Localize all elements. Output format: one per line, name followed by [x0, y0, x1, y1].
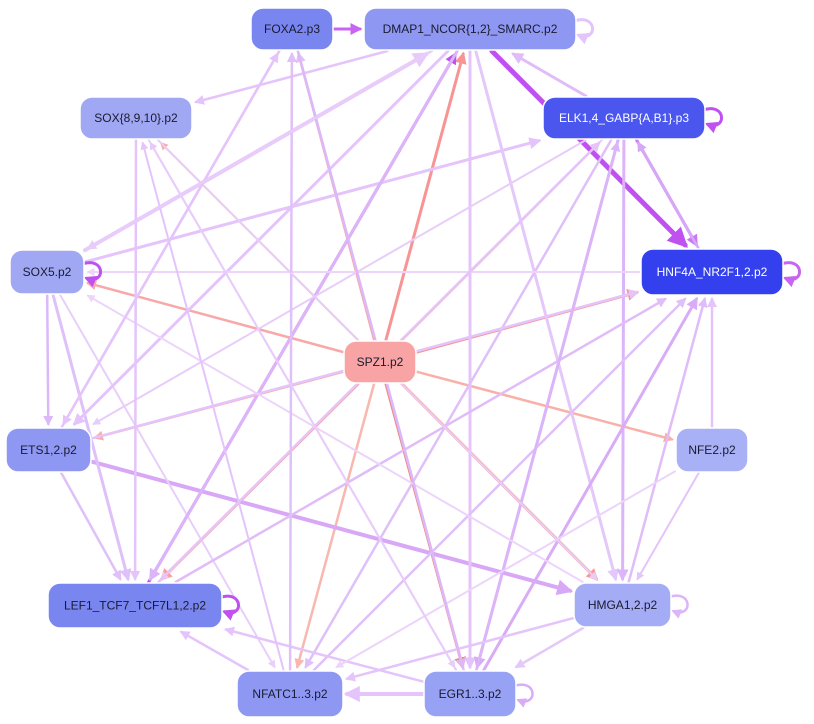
node-label: LEF1_TCF7_TCF7L1,2.p2	[64, 599, 206, 613]
node-label: DMAP1_NCOR{1,2}_SMARC.p2	[383, 22, 558, 36]
edge-sox5-to-ets12	[43, 293, 54, 426]
node-box	[640, 248, 784, 296]
node-box	[47, 582, 223, 629]
node-box	[79, 96, 193, 140]
node-nfatc13[interactable]: NFATC1..3.p2	[236, 670, 344, 718]
node-box	[250, 7, 334, 51]
self-loop-hmga12	[668, 594, 689, 619]
node-hmga12[interactable]: HMGA1,2.p2	[573, 582, 672, 628]
self-loop-egr13	[513, 683, 534, 708]
node-label: SPZ1.p2	[357, 355, 404, 369]
node-box	[9, 249, 85, 295]
edge-hmga12-to-hnf4a	[627, 297, 708, 584]
edge-nfe2-to-nfatc13	[335, 470, 676, 668]
node-box	[423, 670, 517, 718]
edge-elk14-to-nfatc13	[304, 138, 613, 669]
edge-elk14-to-dmap1	[511, 52, 588, 98]
edge-foxa2-to-ets12	[62, 49, 281, 426]
self-loop-layer	[81, 18, 801, 708]
edge-dmap1-to-hmga12	[474, 49, 619, 582]
node-label: SOX5.p2	[23, 265, 72, 279]
edge-nfatc13-to-sox8910	[140, 141, 285, 671]
node-dmap1[interactable]: DMAP1_NCOR{1,2}_SMARC.p2	[363, 7, 577, 51]
edge-lef1-to-hnf4a	[174, 297, 668, 584]
node-box	[675, 427, 749, 473]
edge-ets12-to-lef1	[60, 471, 122, 581]
edge-hmga12-to-egr13	[514, 626, 585, 669]
node-egr13[interactable]: EGR1..3.p2	[423, 670, 517, 718]
edge-nfe2-to-hmga12	[636, 472, 700, 581]
edge-spz1-to-nfe2	[415, 370, 674, 443]
edge-hmga12-to-sox5	[86, 294, 584, 583]
node-box	[542, 96, 706, 140]
node-label: ELK1,4_GABP{A,B1}.p3	[559, 111, 689, 125]
node-lef1[interactable]: LEF1_TCF7_TCF7L1,2.p2	[47, 582, 223, 629]
node-label: FOXA2.p3	[264, 22, 320, 36]
edge-sox8910-to-egr13	[147, 139, 456, 669]
node-hnf4a[interactable]: HNF4A_NR2F1,2.p2	[640, 248, 784, 296]
self-loop-dmap1	[573, 18, 594, 45]
node-nfe2[interactable]: NFE2.p2	[675, 427, 749, 473]
node-label: HNF4A_NR2F1,2.p2	[657, 265, 768, 279]
edge-dmap1-to-hnf4a	[489, 48, 688, 248]
node-foxa2[interactable]: FOXA2.p3	[250, 7, 334, 51]
node-ets12[interactable]: ETS1,2.p2	[5, 427, 92, 473]
edge-hnf4a-to-elk14	[637, 141, 700, 250]
node-box	[343, 340, 417, 384]
edge-hmga12-to-nfatc13	[345, 616, 575, 682]
edge-nfatc13-to-hnf4a	[312, 297, 687, 672]
node-label: NFE2.p2	[688, 443, 736, 457]
edge-egr13-to-hnf4a	[482, 296, 698, 672]
edge-sox8910-to-lef1	[130, 138, 141, 581]
node-box	[363, 7, 577, 51]
node-layer: FOXA2.p3 DMAP1_NCOR{1,2}_SMARC.p2SOX{8,9,…	[5, 7, 784, 718]
node-box	[5, 427, 92, 473]
node-spz1[interactable]: SPZ1.p2	[343, 340, 417, 384]
self-loop-lef1	[219, 594, 240, 621]
edge-ets12-to-hmga12	[90, 459, 574, 596]
self-loop-hnf4a	[780, 261, 801, 288]
node-label: EGR1..3.p2	[439, 687, 502, 701]
node-label: ETS1,2.p2	[20, 443, 77, 457]
node-box	[236, 670, 344, 718]
edge-spz1-to-dmap1	[384, 51, 467, 342]
edge-dmap1-to-lef1	[148, 49, 459, 582]
node-label: NFATC1..3.p2	[252, 687, 327, 701]
edge-spz1-to-sox5	[86, 280, 345, 354]
self-loop-sox5	[81, 261, 102, 288]
node-elk14[interactable]: ELK1,4_GABP{A,B1}.p3	[542, 96, 706, 140]
node-label: HMGA1,2.p2	[588, 598, 658, 612]
self-loop-elk14	[702, 107, 723, 134]
edge-elk14-to-ets12	[92, 139, 587, 425]
edge-nfatc13-to-lef1	[179, 630, 250, 672]
edge-sox5-to-elk14	[83, 137, 542, 264]
node-sox8910[interactable]: SOX{8,9,10}.p2	[79, 96, 193, 140]
node-label: SOX{8,9,10}.p2	[94, 111, 178, 125]
node-sox5[interactable]: SOX5.p2	[9, 249, 85, 295]
edge-nfatc13-to-foxa2	[286, 52, 297, 672]
node-box	[573, 582, 672, 628]
edge-dmap1-to-sox5	[86, 49, 433, 250]
edge-egr13-to-lef1	[224, 626, 425, 683]
edge-egr13-to-elk14	[475, 141, 621, 672]
